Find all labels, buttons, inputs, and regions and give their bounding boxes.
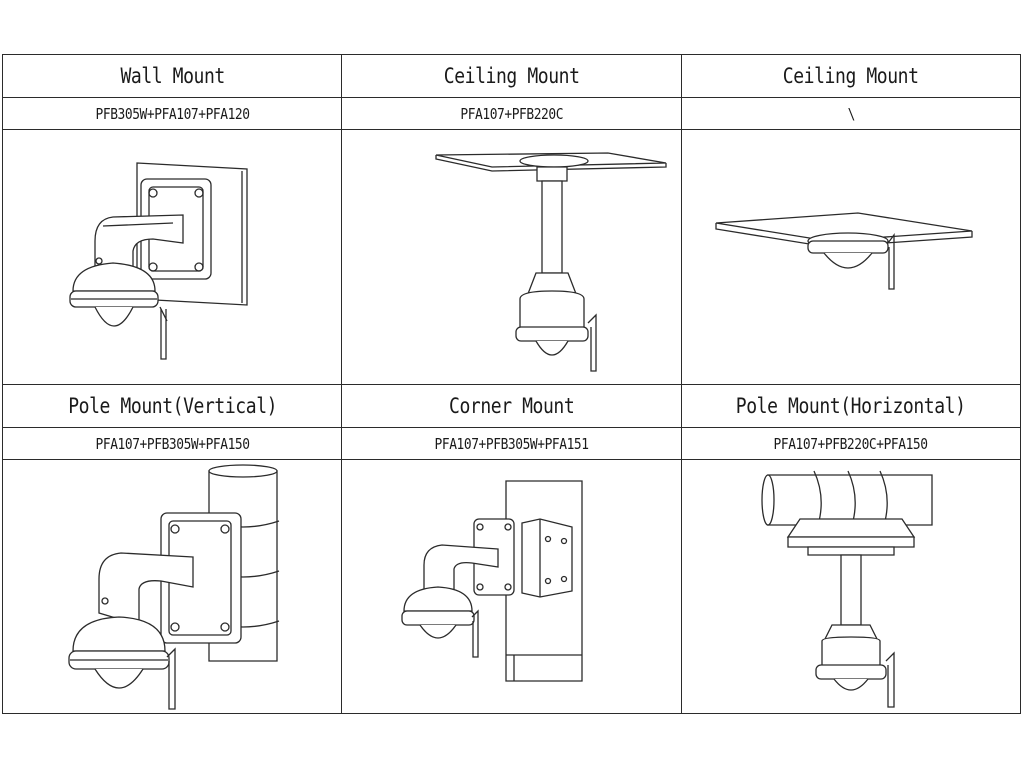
- cell-title-ceiling-mount-flush: Ceiling Mount: [704, 54, 998, 98]
- pole-mount-horizontal-drawing: [682, 461, 1022, 713]
- cell-title-pole-mount-vertical: Pole Mount(Vertical): [25, 384, 319, 428]
- cell-code-ceiling-mount-flush: \: [680, 97, 1022, 130]
- mount-options-table: Wall Mount Ceiling Mount Ceiling Mount P…: [1, 54, 1022, 714]
- pole-mount-horizontal-figure: [680, 459, 1022, 714]
- cell-code-ceiling-mount-pendant: PFA107+PFB220C: [341, 97, 682, 130]
- ceiling-mount-pendant-drawing: [342, 131, 682, 383]
- pole-mount-vertical-figure: [1, 459, 343, 714]
- corner-mount-drawing: [342, 461, 682, 713]
- cell-code-pole-mount-horizontal: PFA107+PFB220C+PFA150: [680, 427, 1022, 460]
- cell-code-corner-mount: PFA107+PFB305W+PFA151: [341, 427, 682, 460]
- cell-code-pole-mount-vertical: PFA107+PFB305W+PFA150: [1, 427, 343, 460]
- cell-title-pole-mount-horizontal: Pole Mount(Horizontal): [704, 384, 998, 428]
- cell-title-corner-mount: Corner Mount: [365, 384, 658, 428]
- cell-code-wall-mount: PFB305W+PFA107+PFA120: [1, 97, 343, 130]
- ceiling-mount-pendant-figure: [341, 129, 682, 385]
- cell-title-ceiling-mount-pendant: Ceiling Mount: [365, 54, 658, 98]
- corner-mount-figure: [341, 459, 682, 714]
- ceiling-mount-flush-drawing: [682, 131, 1022, 383]
- ceiling-mount-flush-figure: [680, 129, 1022, 385]
- wall-mount-drawing: [3, 131, 343, 383]
- wall-mount-figure: [1, 129, 343, 385]
- pole-mount-vertical-drawing: [3, 461, 343, 713]
- cell-title-wall-mount: Wall Mount: [25, 54, 319, 98]
